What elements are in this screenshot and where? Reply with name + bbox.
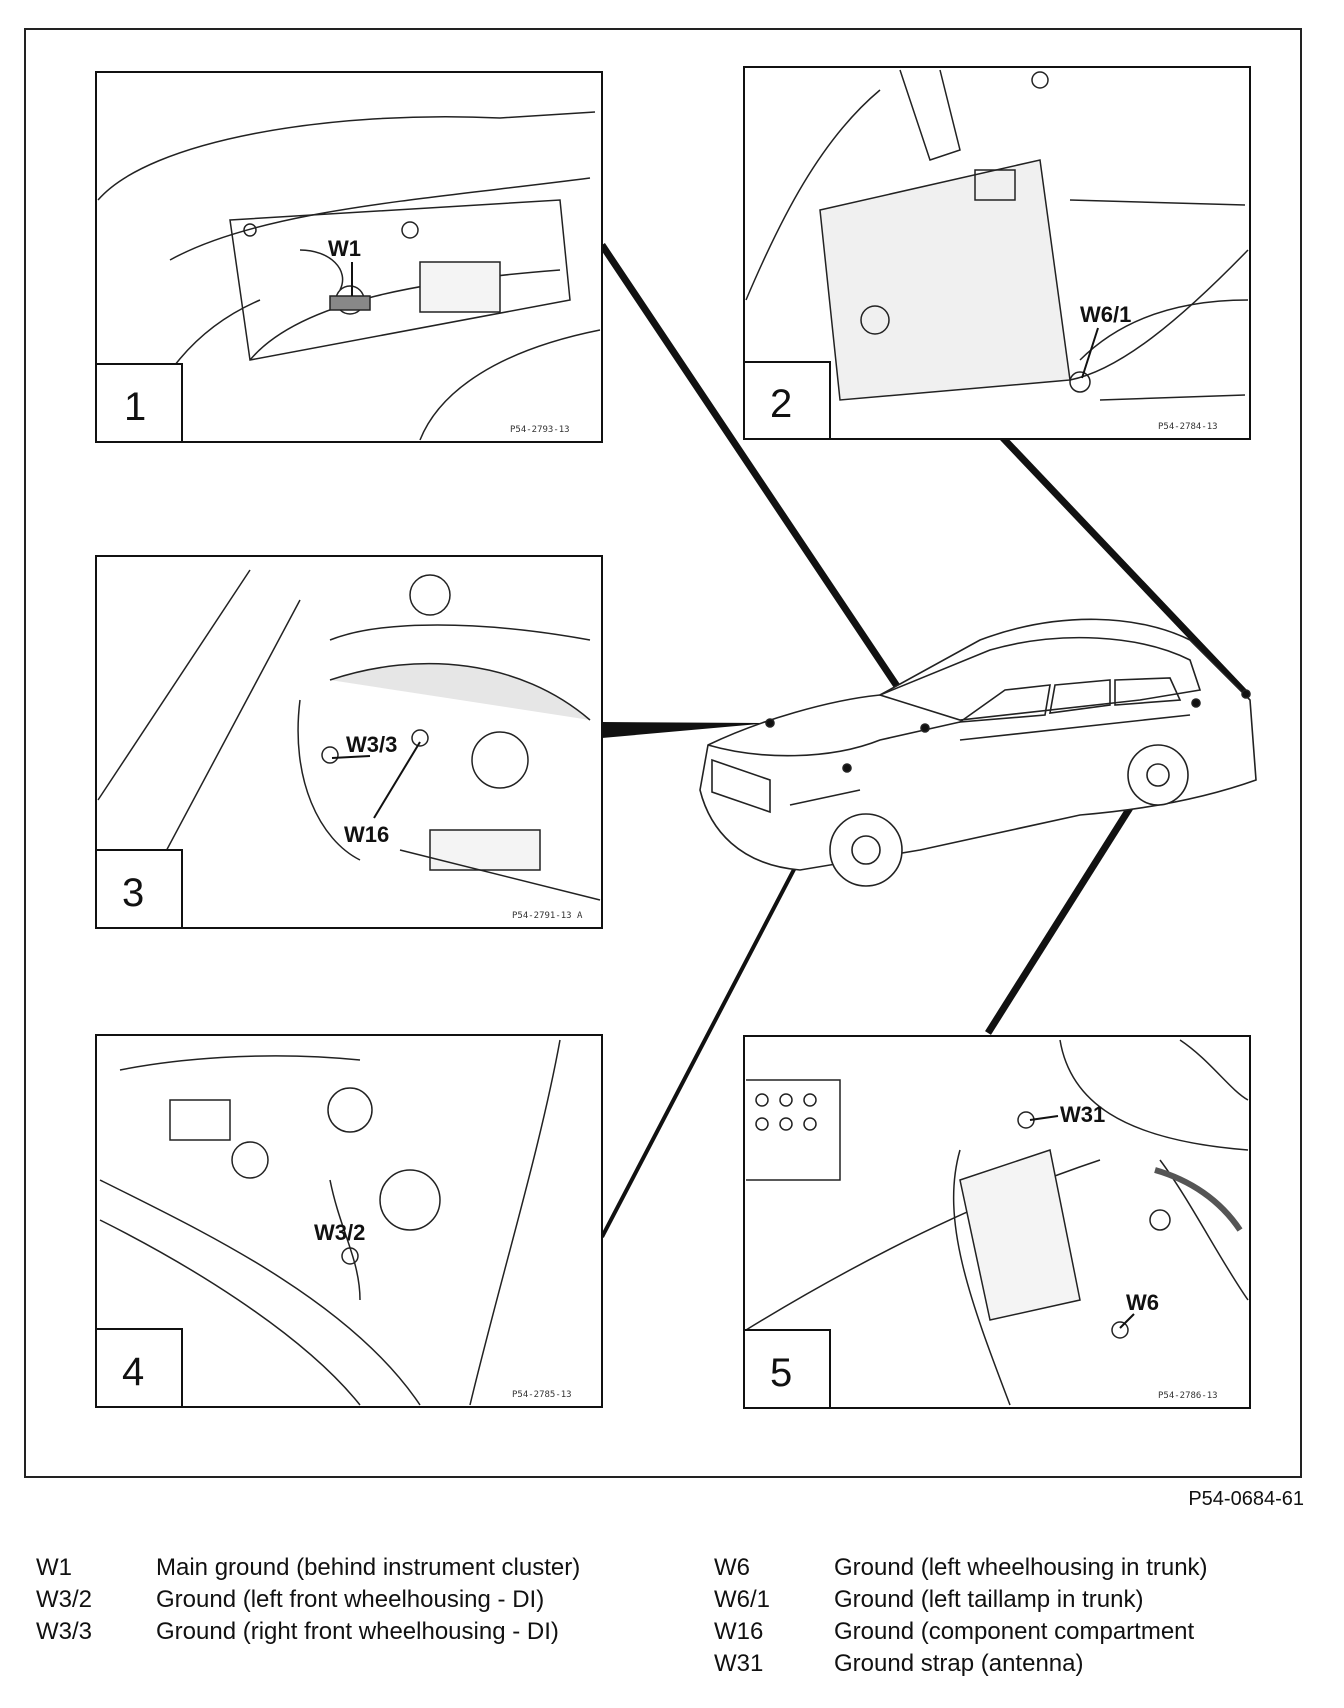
callout-w3-2: W3/2: [314, 1220, 365, 1245]
panel-code-3: P54-2791-13 A: [512, 911, 583, 921]
legend-item: W6/1 Ground (left taillamp in trunk): [714, 1584, 1314, 1616]
panel-number-2: 2: [770, 382, 792, 426]
callout-w3-3: W3/3: [346, 732, 397, 757]
leader-line-3: [602, 722, 770, 738]
car-rear-wheel: [1127, 744, 1189, 806]
legend-code: W6/1: [714, 1586, 771, 1613]
car-body: [699, 618, 1257, 871]
figure-id: P54-0684-61: [1188, 1488, 1304, 1510]
legend-code: W1: [36, 1554, 72, 1581]
panel-number-3: 3: [122, 871, 144, 915]
panel-1: W1 1 P54-2793-13: [95, 71, 603, 443]
car-illustration: [699, 618, 1257, 887]
panel-number-4: 4: [122, 1350, 144, 1394]
legend-desc: Ground (left taillamp in trunk): [834, 1586, 1144, 1613]
panel-code-5: P54-2786-13: [1158, 1391, 1218, 1401]
leader-line-2: [999, 434, 1249, 697]
legend-code: W16: [714, 1618, 764, 1645]
panel-number-1: 1: [124, 385, 146, 429]
panel-2: W6/1 2 P54-2784-13: [743, 66, 1251, 440]
legend-desc: Ground (component compartment: [834, 1618, 1195, 1645]
legend-left-column: W1 Main ground (behind instrument cluste…: [36, 1552, 676, 1648]
car-front-wheel: [829, 813, 903, 887]
legend-code: W3/3: [36, 1618, 93, 1645]
legend-item: W1 Main ground (behind instrument cluste…: [36, 1552, 676, 1584]
panel-5-illustration: [745, 1039, 1249, 1406]
panel-number-5: 5: [770, 1351, 792, 1395]
legend-desc: Ground strap (antenna): [834, 1650, 1084, 1677]
legend-item: W31 Ground strap (antenna): [714, 1648, 1314, 1680]
callout-w31: W31: [1060, 1102, 1105, 1127]
panel-3-illustration: [97, 569, 601, 901]
panel-5: W31 W6 5 P54-2786-13: [743, 1035, 1251, 1409]
legend-desc: Ground (right front wheelhousing - DI): [156, 1618, 559, 1645]
car-grille: [711, 758, 771, 814]
legend-item: W3/2 Ground (left front wheelhousing - D…: [36, 1584, 676, 1616]
legend-right-column: W6 Ground (left wheelhousing in trunk) W…: [714, 1552, 1314, 1680]
legend-desc: Main ground (behind instrument cluster): [156, 1554, 581, 1581]
legend-item: W3/3 Ground (right front wheelhousing - …: [36, 1616, 676, 1648]
panel-code-4: P54-2785-13: [512, 1390, 572, 1400]
car-windows: [957, 677, 1182, 724]
legend-item: W16 Ground (component compartment: [714, 1616, 1314, 1648]
car-hood: [707, 721, 961, 757]
diagram-frame: [24, 28, 1302, 1478]
panel-2-illustration: [745, 69, 1249, 401]
legend-code: W31: [714, 1650, 764, 1677]
callout-w6-1: W6/1: [1080, 302, 1131, 327]
panel-4-illustration: [99, 1039, 561, 1406]
panel-3: W3/3 W16 3 P54-2791-13 A: [95, 555, 603, 929]
callout-w1: W1: [328, 236, 361, 261]
legend-code: W6: [714, 1554, 750, 1581]
car-roof: [877, 636, 1202, 721]
callout-w6: W6: [1126, 1290, 1159, 1315]
wiring-ground-diagram: W1 1 P54-2793-13 W6/1 2 P54-2784-13: [95, 66, 1257, 1409]
panel-code-1: P54-2793-13: [510, 425, 570, 435]
panel-4: W3/2 4 P54-2785-13: [95, 1034, 603, 1408]
panel-1-illustration: [97, 111, 601, 441]
legend-desc: Ground (left front wheelhousing - DI): [156, 1586, 545, 1613]
legend-code: W3/2: [36, 1586, 93, 1613]
callout-w16: W16: [344, 822, 389, 847]
leader-line-1: [599, 243, 928, 730]
legend-item: W6 Ground (left wheelhousing in trunk): [714, 1552, 1314, 1584]
legend-desc: Ground (left wheelhousing in trunk): [834, 1554, 1208, 1581]
panel-code-2: P54-2784-13: [1158, 422, 1218, 432]
